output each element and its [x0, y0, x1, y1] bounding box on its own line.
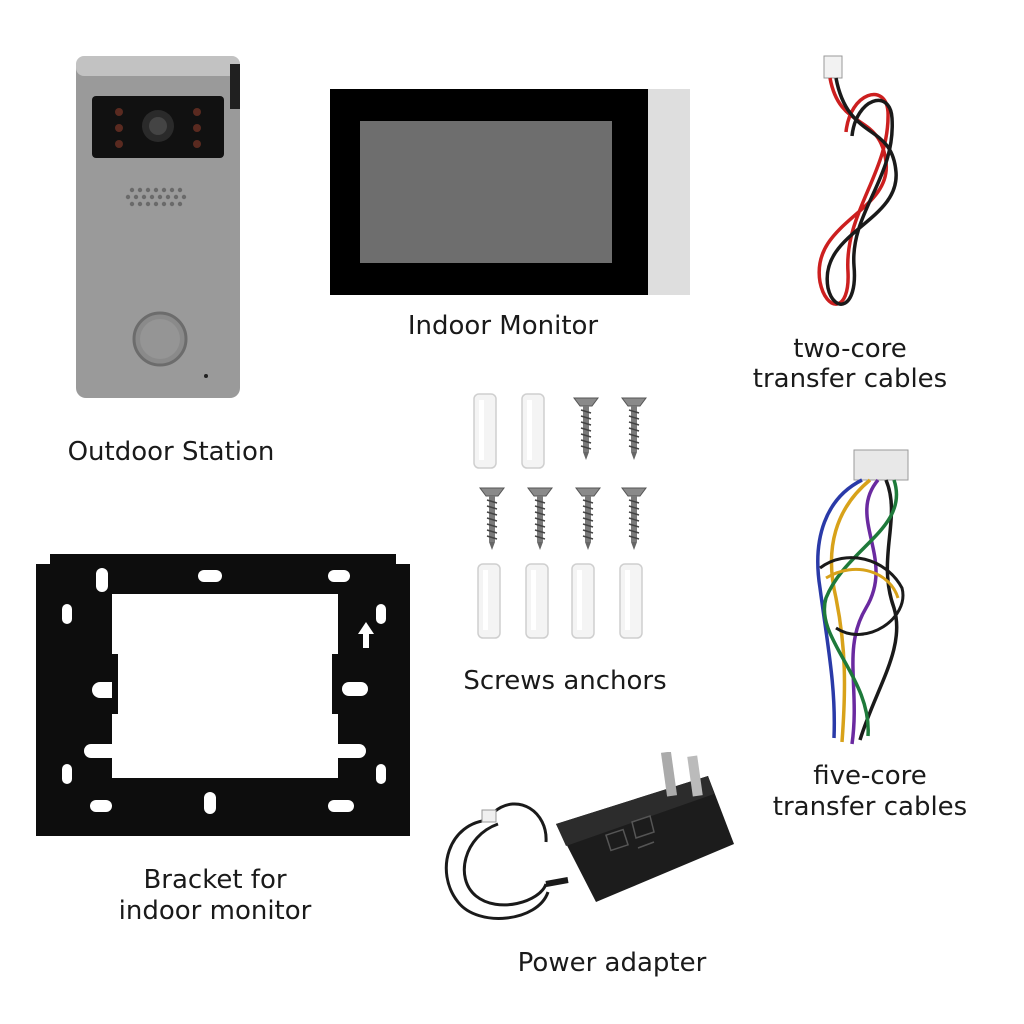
screws-anchors-image: [464, 388, 664, 648]
bracket-image: [36, 554, 410, 836]
indoor-monitor-label: Indoor Monitor: [407, 311, 599, 341]
power-adapter-label: Power adapter: [517, 948, 707, 978]
power-adapter-image: [428, 752, 738, 942]
outdoor-station-label: Outdoor Station: [67, 437, 275, 467]
five-core-cables-image: [806, 448, 916, 758]
five-core-label-line1: five-core: [813, 761, 927, 791]
two-core-label-line2: transfer cables: [752, 364, 948, 394]
indoor-monitor-image: [330, 89, 690, 295]
bracket-label-line2: indoor monitor: [118, 896, 312, 926]
bracket-label-line1: Bracket for: [143, 865, 287, 895]
two-core-label-line1: two-core: [793, 334, 907, 364]
two-core-cables-image: [800, 52, 910, 322]
screws-anchors-label: Screws anchors: [463, 666, 667, 696]
five-core-label-line2: transfer cables: [772, 792, 968, 822]
outdoor-station-image: [74, 54, 242, 400]
